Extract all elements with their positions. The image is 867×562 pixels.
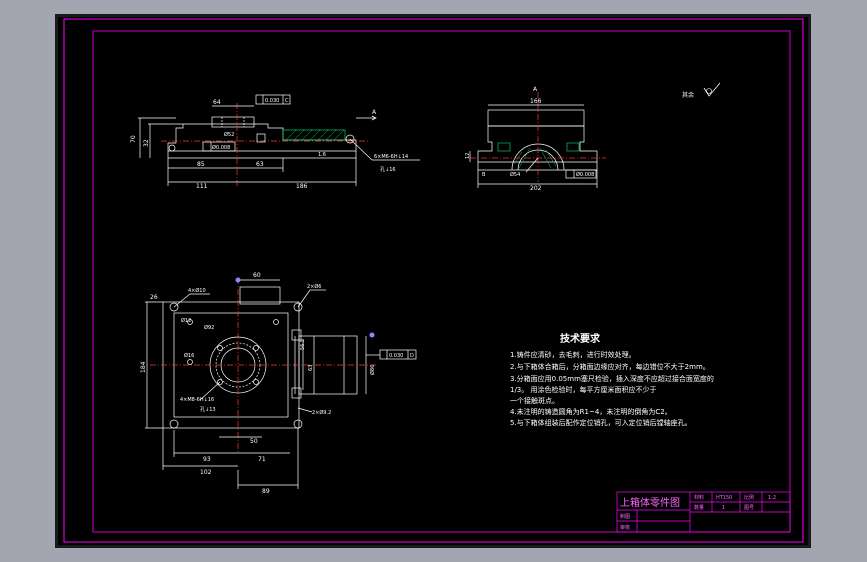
side-view — [469, 92, 606, 188]
title-block-material: HT150 — [716, 495, 732, 501]
tech-req-line-6: 4.未注明的铸造圆角为R1~4，未注明的倒角为C2。 — [510, 407, 672, 416]
top-datum-d: D — [410, 353, 414, 359]
front-view-tolerance-frame-top — [255, 94, 291, 105]
front-view-tolerance-frame-left — [202, 141, 236, 152]
side-bore: Ø54 — [510, 171, 520, 178]
top-dim-63: 63 — [308, 365, 314, 371]
front-depth-note: 孔↓16 — [380, 166, 396, 173]
front-dim-64: 64 — [213, 99, 221, 106]
top-dim-d86: Ø86 — [369, 365, 376, 375]
front-view — [138, 94, 420, 188]
title-block-drawing-no-label: 图号 — [744, 505, 754, 511]
side-view-labels: A 166 202 12 Ø54 Ø0.008 B — [465, 86, 594, 192]
top-dim-184: 184 — [140, 361, 147, 373]
roughness-symbol: 其余 — [682, 82, 721, 99]
title-block-scale-label: 比例 — [744, 494, 754, 501]
top-view-labels: 60 26 4×Ø10 2×Ø6 Ø12 Ø92 Ø16 184 56.5 63… — [140, 272, 414, 495]
front-tol-c: 0.030 — [265, 98, 279, 104]
top-view — [145, 278, 417, 489]
drawing-paper — [58, 17, 808, 545]
tech-req-line-1: 1.铸件应清砂，去毛刺，进行时效处理。 — [510, 350, 636, 359]
top-dim-89: 89 — [262, 488, 270, 495]
front-holes-note: 6×M6-6H↓14 — [374, 154, 408, 160]
title-block-text: 上箱体零件图 材料 HT150 比例 1:2 数量 1 图号 制图 审核 — [620, 494, 776, 531]
front-dim-dia: Ø52 — [224, 131, 234, 138]
side-view-tolerance-frame — [565, 169, 597, 179]
top-depth: 孔↓13 — [200, 406, 216, 413]
top-view-corner-hole-tr — [293, 302, 303, 312]
front-roughness: 1.6 — [318, 152, 326, 158]
top-holes-4xm8: 4×M8-6H↓16 — [180, 397, 214, 403]
top-view-corner-hole-tl — [169, 302, 179, 312]
front-dim-85: 85 — [197, 161, 205, 168]
section-arrow-a: A — [372, 109, 377, 116]
side-dim-166: 166 — [530, 98, 542, 105]
title-block-scale: 1:2 — [768, 495, 776, 501]
tech-req-line-5: 一个接触斑点。 — [510, 396, 559, 405]
title-block-drawn-label: 制图 — [620, 513, 630, 520]
roughness-note: 其余 — [682, 91, 694, 99]
front-view-hole-right — [345, 134, 355, 144]
view-a-label: A — [533, 86, 538, 93]
front-dim-70: 70 — [130, 135, 137, 143]
side-tol: Ø0.008 — [576, 171, 594, 178]
roughness-check-icon — [703, 82, 721, 97]
top-holes-4x10: 4×Ø10 — [188, 287, 206, 294]
side-view-top-block — [487, 109, 585, 127]
top-dim-50: 50 — [250, 438, 258, 445]
title-block-qty-label: 数量 — [694, 504, 704, 511]
top-dim-d12: Ø12 — [181, 317, 191, 324]
top-dim-71: 71 — [258, 456, 266, 463]
top-dim-93: 93 — [203, 456, 211, 463]
tech-req-line-7: 5.与下箱体组装后配作定位销孔，可入定位销后镗轴座孔。 — [510, 418, 692, 427]
top-view-corner-hole-bl — [169, 419, 179, 429]
top-tol: 0.030 — [389, 353, 403, 359]
title-block-checked-label: 审核 — [620, 524, 630, 531]
top-holes-2x6: 2×Ø6 — [307, 283, 322, 290]
tech-req-title: 技术要求 — [560, 332, 601, 345]
front-view-hatched-section — [282, 129, 346, 141]
front-view-datum-box — [256, 133, 266, 143]
front-view-outline — [167, 123, 357, 159]
front-view-boss — [211, 116, 255, 128]
top-view-marker-right — [369, 332, 375, 338]
front-dim-32: 32 — [143, 139, 150, 147]
title-block-title: 上箱体零件图 — [620, 496, 680, 509]
top-holes-2x92: 2×Ø9.2 — [312, 409, 331, 416]
top-dim-60: 60 — [253, 272, 261, 279]
top-dim-d16: Ø16 — [184, 352, 194, 359]
side-dim-202: 202 — [530, 185, 542, 192]
front-dim-111: 111 — [196, 183, 208, 190]
technical-requirements: 技术要求 1.铸件应清砂，去毛刺，进行时效处理。 2.与下箱体合箱后，分箱面边缘… — [510, 332, 714, 427]
inner-border — [92, 30, 791, 533]
front-datum-c: C — [285, 98, 289, 104]
top-dim-d92: Ø92 — [204, 324, 214, 331]
top-dim-26: 26 — [150, 294, 158, 301]
tech-req-line-4: 1/3。 用涂色检验时，每平方厘米面积应不少于 — [510, 385, 657, 394]
front-tol-b: Ø0.008 — [212, 144, 230, 151]
title-block-qty: 1 — [722, 505, 725, 511]
top-dim-102: 102 — [200, 469, 212, 476]
front-dim-186: 186 — [296, 183, 308, 190]
tech-req-line-3: 3.分箱面应用0.05mm塞尺检验，插入深度不应超过接合面宽度的 — [510, 374, 714, 383]
top-view-tolerance-frame — [379, 349, 417, 360]
title-block — [616, 491, 791, 533]
side-dim-12: 12 — [465, 153, 471, 159]
top-view-marker-top — [235, 277, 241, 283]
title-block-material-label: 材料 — [694, 494, 704, 501]
outer-border — [63, 18, 804, 543]
front-dim-63: 63 — [256, 161, 264, 168]
front-view-hole-left — [168, 144, 176, 152]
tech-req-line-2: 2.与下箱体合箱后，分箱面边缘应对齐，每边错位不大于2mm。 — [510, 362, 710, 371]
front-view-labels: 64 70 32 85 63 111 186 Ø52 1.6 0.030 C Ø… — [130, 98, 408, 190]
side-label-b: B — [482, 172, 486, 178]
top-dim-56: 56.5 — [300, 339, 306, 350]
top-view-boss — [239, 286, 281, 305]
